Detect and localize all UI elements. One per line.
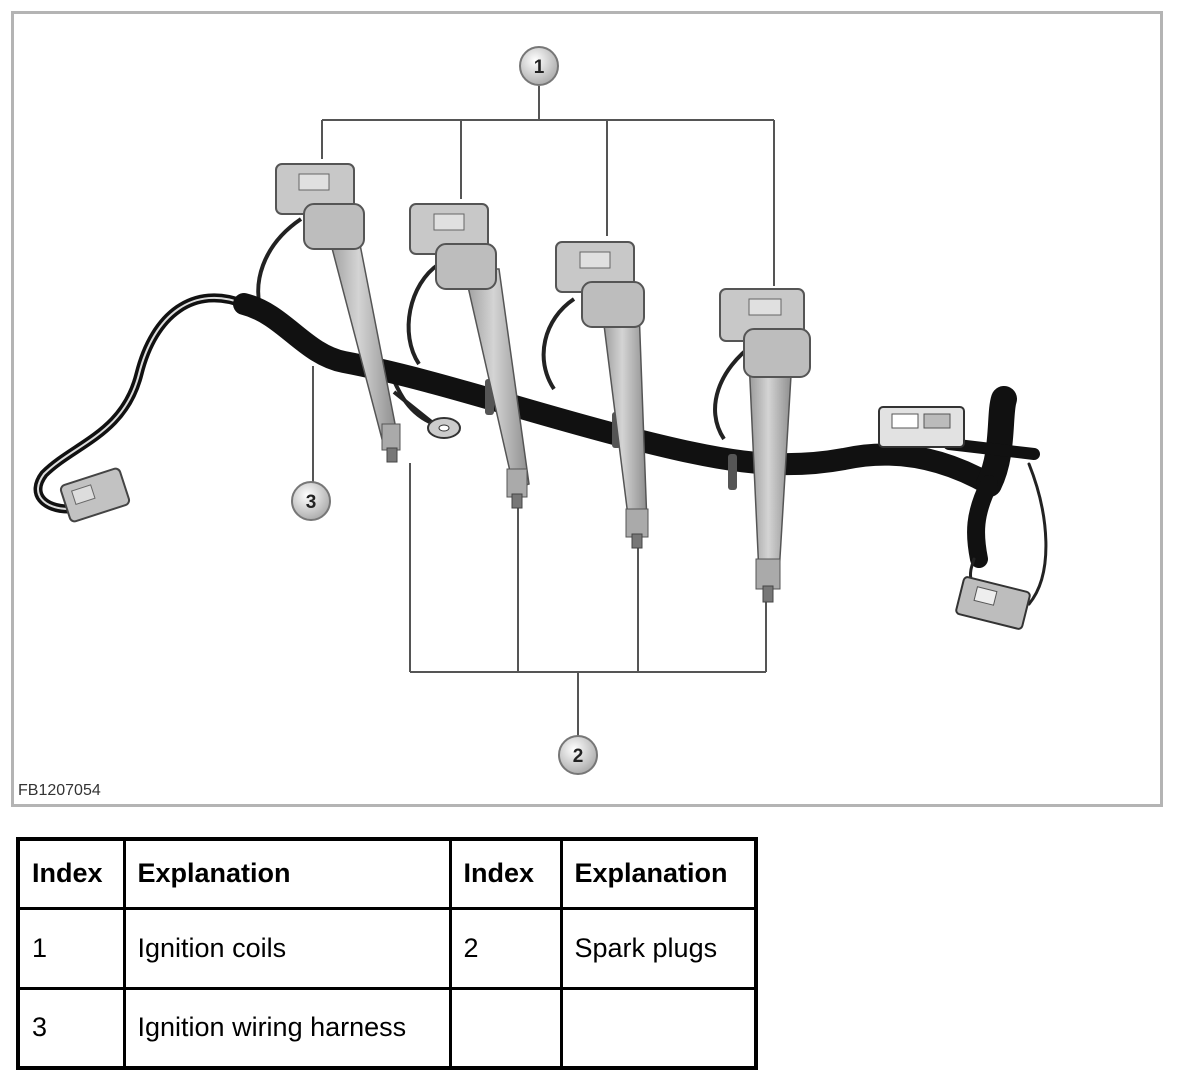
ignition-diagram: 1 2 3 — [33, 46, 1048, 775]
legend-explanation-cell: Ignition wiring harness — [122, 986, 452, 1070]
callout-3: 3 — [291, 481, 331, 521]
header-index-1: Index — [16, 837, 126, 910]
leader-lines-coils — [321, 86, 775, 286]
svg-text:1: 1 — [534, 57, 545, 78]
legend-explanation-cell: Spark plugs — [559, 906, 758, 990]
ignition-coil-4 — [719, 288, 811, 603]
legend-explanation-cell: Ignition coils — [122, 906, 452, 990]
ignition-coil-3 — [555, 241, 649, 549]
legend-index-cell: 3 — [16, 986, 126, 1070]
connector-lower-right — [955, 576, 1031, 630]
callout-2: 2 — [558, 735, 598, 775]
connector-left — [59, 467, 131, 523]
legend-header-row: Index Explanation Index Explanation — [16, 837, 758, 910]
ignition-coil-2 — [409, 203, 530, 509]
svg-text:3: 3 — [306, 492, 317, 513]
leader-lines-plugs — [409, 463, 767, 736]
wiring-harness — [33, 293, 1048, 606]
ground-eyelet — [392, 390, 461, 439]
ignition-coil-1 — [275, 163, 401, 463]
callout-1: 1 — [519, 46, 559, 86]
header-explanation-1: Explanation — [122, 837, 452, 910]
legend-index-cell: 2 — [448, 906, 563, 990]
figure-id-label: FB1207054 — [18, 782, 101, 799]
legend-row: 1 Ignition coils 2 Spark plugs — [16, 906, 758, 990]
legend-table: Index Explanation Index Explanation 1 Ig… — [16, 837, 758, 1070]
diagram-frame: 1 2 3 FB1207054 — [11, 11, 1163, 807]
legend-index-cell — [448, 986, 563, 1070]
legend-explanation-cell — [559, 986, 758, 1070]
legend-index-cell: 1 — [16, 906, 126, 990]
legend-row: 3 Ignition wiring harness — [16, 986, 758, 1070]
header-explanation-2: Explanation — [559, 837, 758, 910]
connector-upper-right — [878, 406, 965, 448]
svg-text:2: 2 — [573, 746, 584, 767]
header-index-2: Index — [448, 837, 563, 910]
